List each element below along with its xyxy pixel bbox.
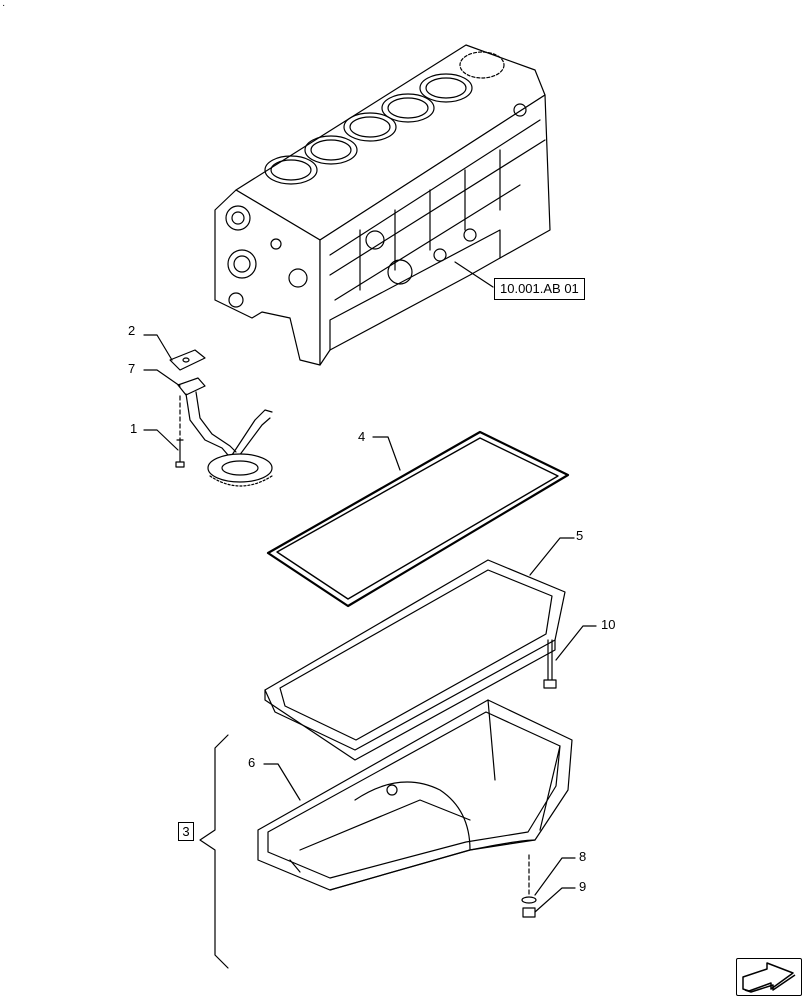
group-label-box: 3 (178, 822, 194, 841)
callout-1: 1 (130, 421, 138, 436)
callout-4: 4 (358, 429, 366, 444)
engine-block (214, 44, 551, 366)
oil-pan-gasket (266, 430, 570, 608)
navigation-button[interactable] (736, 958, 802, 996)
bolt-item-10 (543, 639, 557, 689)
arrow-navigation-icon (742, 962, 796, 993)
reference-link-box[interactable]: 10.001.AB 01 (494, 278, 585, 300)
callout-2: 2 (128, 323, 136, 338)
oil-pan-frame (264, 559, 566, 761)
oil-suction-pipe (169, 349, 273, 487)
callout-6: 6 (248, 755, 256, 770)
callout-10: 10 (601, 617, 616, 632)
callout-8: 8 (579, 849, 587, 864)
callout-9: 9 (579, 879, 587, 894)
oil-pan (257, 699, 573, 891)
callout-5: 5 (576, 528, 584, 543)
callout-7: 7 (128, 361, 136, 376)
corner-mark: · (2, 0, 6, 11)
drain-plug (521, 854, 537, 918)
